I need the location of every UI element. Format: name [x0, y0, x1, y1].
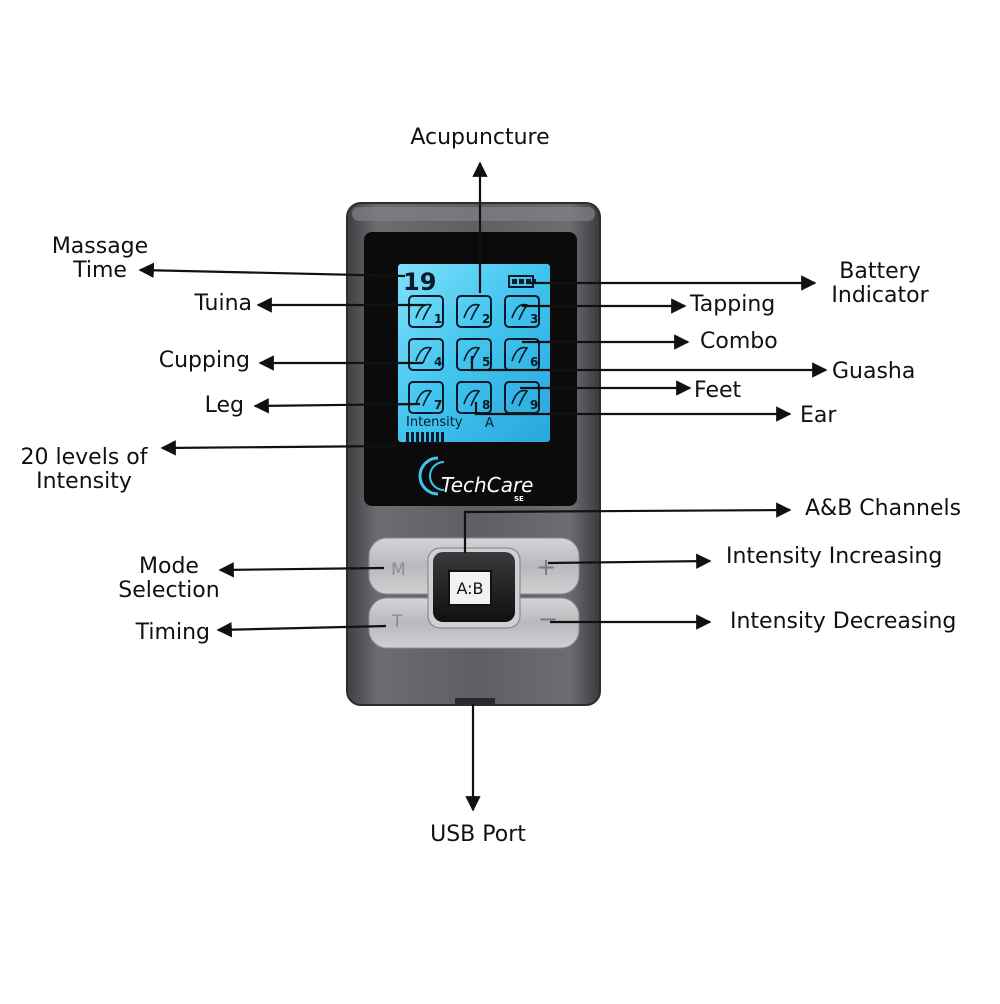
arrow-ab-channels: [463, 502, 792, 553]
intensity-bar: [406, 432, 409, 443]
techcare-logo: [418, 456, 445, 496]
label-usb-port-text: USB Port: [430, 822, 526, 847]
mode-icon-4: 4: [408, 338, 444, 371]
minus-button[interactable]: −: [538, 605, 558, 633]
label-intensity-levels-line1: 20 levels of: [20, 445, 148, 470]
label-combo-text: Combo: [700, 329, 778, 354]
usb-port[interactable]: [455, 698, 495, 704]
label-leg: Leg: [160, 394, 244, 418]
arrow-intensity-increasing: [547, 553, 712, 569]
timing-button[interactable]: T: [391, 612, 403, 632]
arrow-massage-time: [138, 262, 406, 279]
intensity-bar: [426, 432, 429, 443]
arrow-timing: [216, 621, 387, 638]
timer-readout: 19: [403, 268, 436, 296]
plus-button[interactable]: +: [536, 553, 556, 581]
label-timing: Timing: [100, 621, 210, 645]
mode-number-7: 7: [434, 398, 442, 412]
arrow-guasha: [470, 356, 828, 378]
label-intensity-increasing: Intensity Increasing: [726, 545, 942, 569]
arrow-ear: [474, 402, 792, 422]
label-leg-text: Leg: [204, 393, 244, 418]
mode-button[interactable]: M: [391, 560, 406, 580]
intensity-bar: [431, 432, 434, 443]
mode-number-8: 8: [482, 398, 490, 412]
label-guasha-text: Guasha: [832, 359, 916, 384]
label-intensity-decreasing: Intensity Decreasing: [730, 610, 956, 634]
label-usb-port: USB Port: [398, 823, 558, 847]
mode-number-3: 3: [530, 312, 538, 326]
label-massage-time: Massage Time: [30, 235, 170, 283]
label-cupping: Cupping: [120, 349, 250, 373]
label-ab-channels: A&B Channels: [805, 497, 961, 521]
mode-icon-2: 2: [456, 295, 492, 328]
label-battery-line2: Indicator: [831, 283, 929, 308]
label-ear-text: Ear: [800, 403, 837, 428]
device-top-bevel: [352, 207, 595, 221]
mode-icon-1: 1: [408, 295, 444, 328]
intensity-bar: [421, 432, 424, 443]
intensity-bar: [441, 432, 444, 443]
label-intensity-decreasing-text: Intensity Decreasing: [730, 609, 957, 634]
label-tapping: Tapping: [690, 293, 775, 317]
mode-icon-7: 7: [408, 381, 444, 414]
label-guasha: Guasha: [832, 360, 915, 384]
label-cupping-text: Cupping: [158, 348, 250, 373]
label-tuina: Tuina: [150, 292, 252, 316]
label-combo: Combo: [700, 330, 778, 354]
intensity-level-bars: [406, 432, 444, 443]
channel-button-label: A:B: [456, 579, 483, 598]
arrow-intensity-levels: [160, 440, 398, 456]
label-mode-selection: Mode Selection: [100, 555, 238, 603]
mode-number-6: 6: [530, 355, 538, 369]
label-ab-channels-text: A&B Channels: [805, 496, 962, 521]
intensity-bar: [436, 432, 439, 443]
label-timing-text: Timing: [135, 620, 210, 645]
label-feet-text: Feet: [694, 378, 742, 403]
mode-number-9: 9: [530, 398, 538, 412]
label-massage-time-line1: Massage: [51, 234, 149, 259]
mode-icon-8: 8: [456, 381, 492, 414]
brand-sub: SE: [514, 495, 524, 503]
label-ear: Ear: [800, 404, 836, 428]
label-mode-selection-line1: Mode: [139, 554, 199, 579]
mode-number-1: 1: [434, 312, 442, 326]
mode-icon-grid: 1 2 3 4 5 6 7 8 9: [408, 295, 540, 414]
label-acupuncture: Acupuncture: [390, 126, 570, 150]
mode-number-4: 4: [434, 355, 442, 369]
intensity-bar: [411, 432, 414, 443]
lcd-display: [398, 264, 550, 442]
label-intensity-levels-line2: Intensity: [36, 469, 132, 494]
brand-name: TechCare: [441, 473, 533, 497]
label-intensity-increasing-text: Intensity Increasing: [726, 544, 943, 569]
label-battery-indicator: Battery Indicator: [810, 260, 950, 308]
label-mode-selection-line2: Selection: [118, 578, 220, 603]
channel-indicator: A: [485, 416, 494, 431]
arrow-leg: [253, 398, 421, 414]
label-massage-time-line2: Time: [73, 258, 127, 283]
intensity-label: Intensity: [406, 415, 463, 430]
battery-icon: [508, 275, 536, 288]
channel-button-face: [448, 570, 492, 606]
label-tuina-text: Tuina: [194, 291, 252, 316]
label-battery-line1: Battery: [839, 259, 921, 284]
intensity-bar: [416, 432, 419, 443]
mode-number-2: 2: [482, 312, 490, 326]
label-tapping-text: Tapping: [690, 292, 776, 317]
mode-number-5: 5: [482, 355, 490, 369]
label-feet: Feet: [694, 379, 741, 403]
label-acupuncture-text: Acupuncture: [410, 125, 550, 150]
callout-lines: [138, 161, 828, 812]
arrow-mode-selection: [218, 562, 385, 578]
label-intensity-levels: 20 levels of Intensity: [8, 446, 160, 494]
